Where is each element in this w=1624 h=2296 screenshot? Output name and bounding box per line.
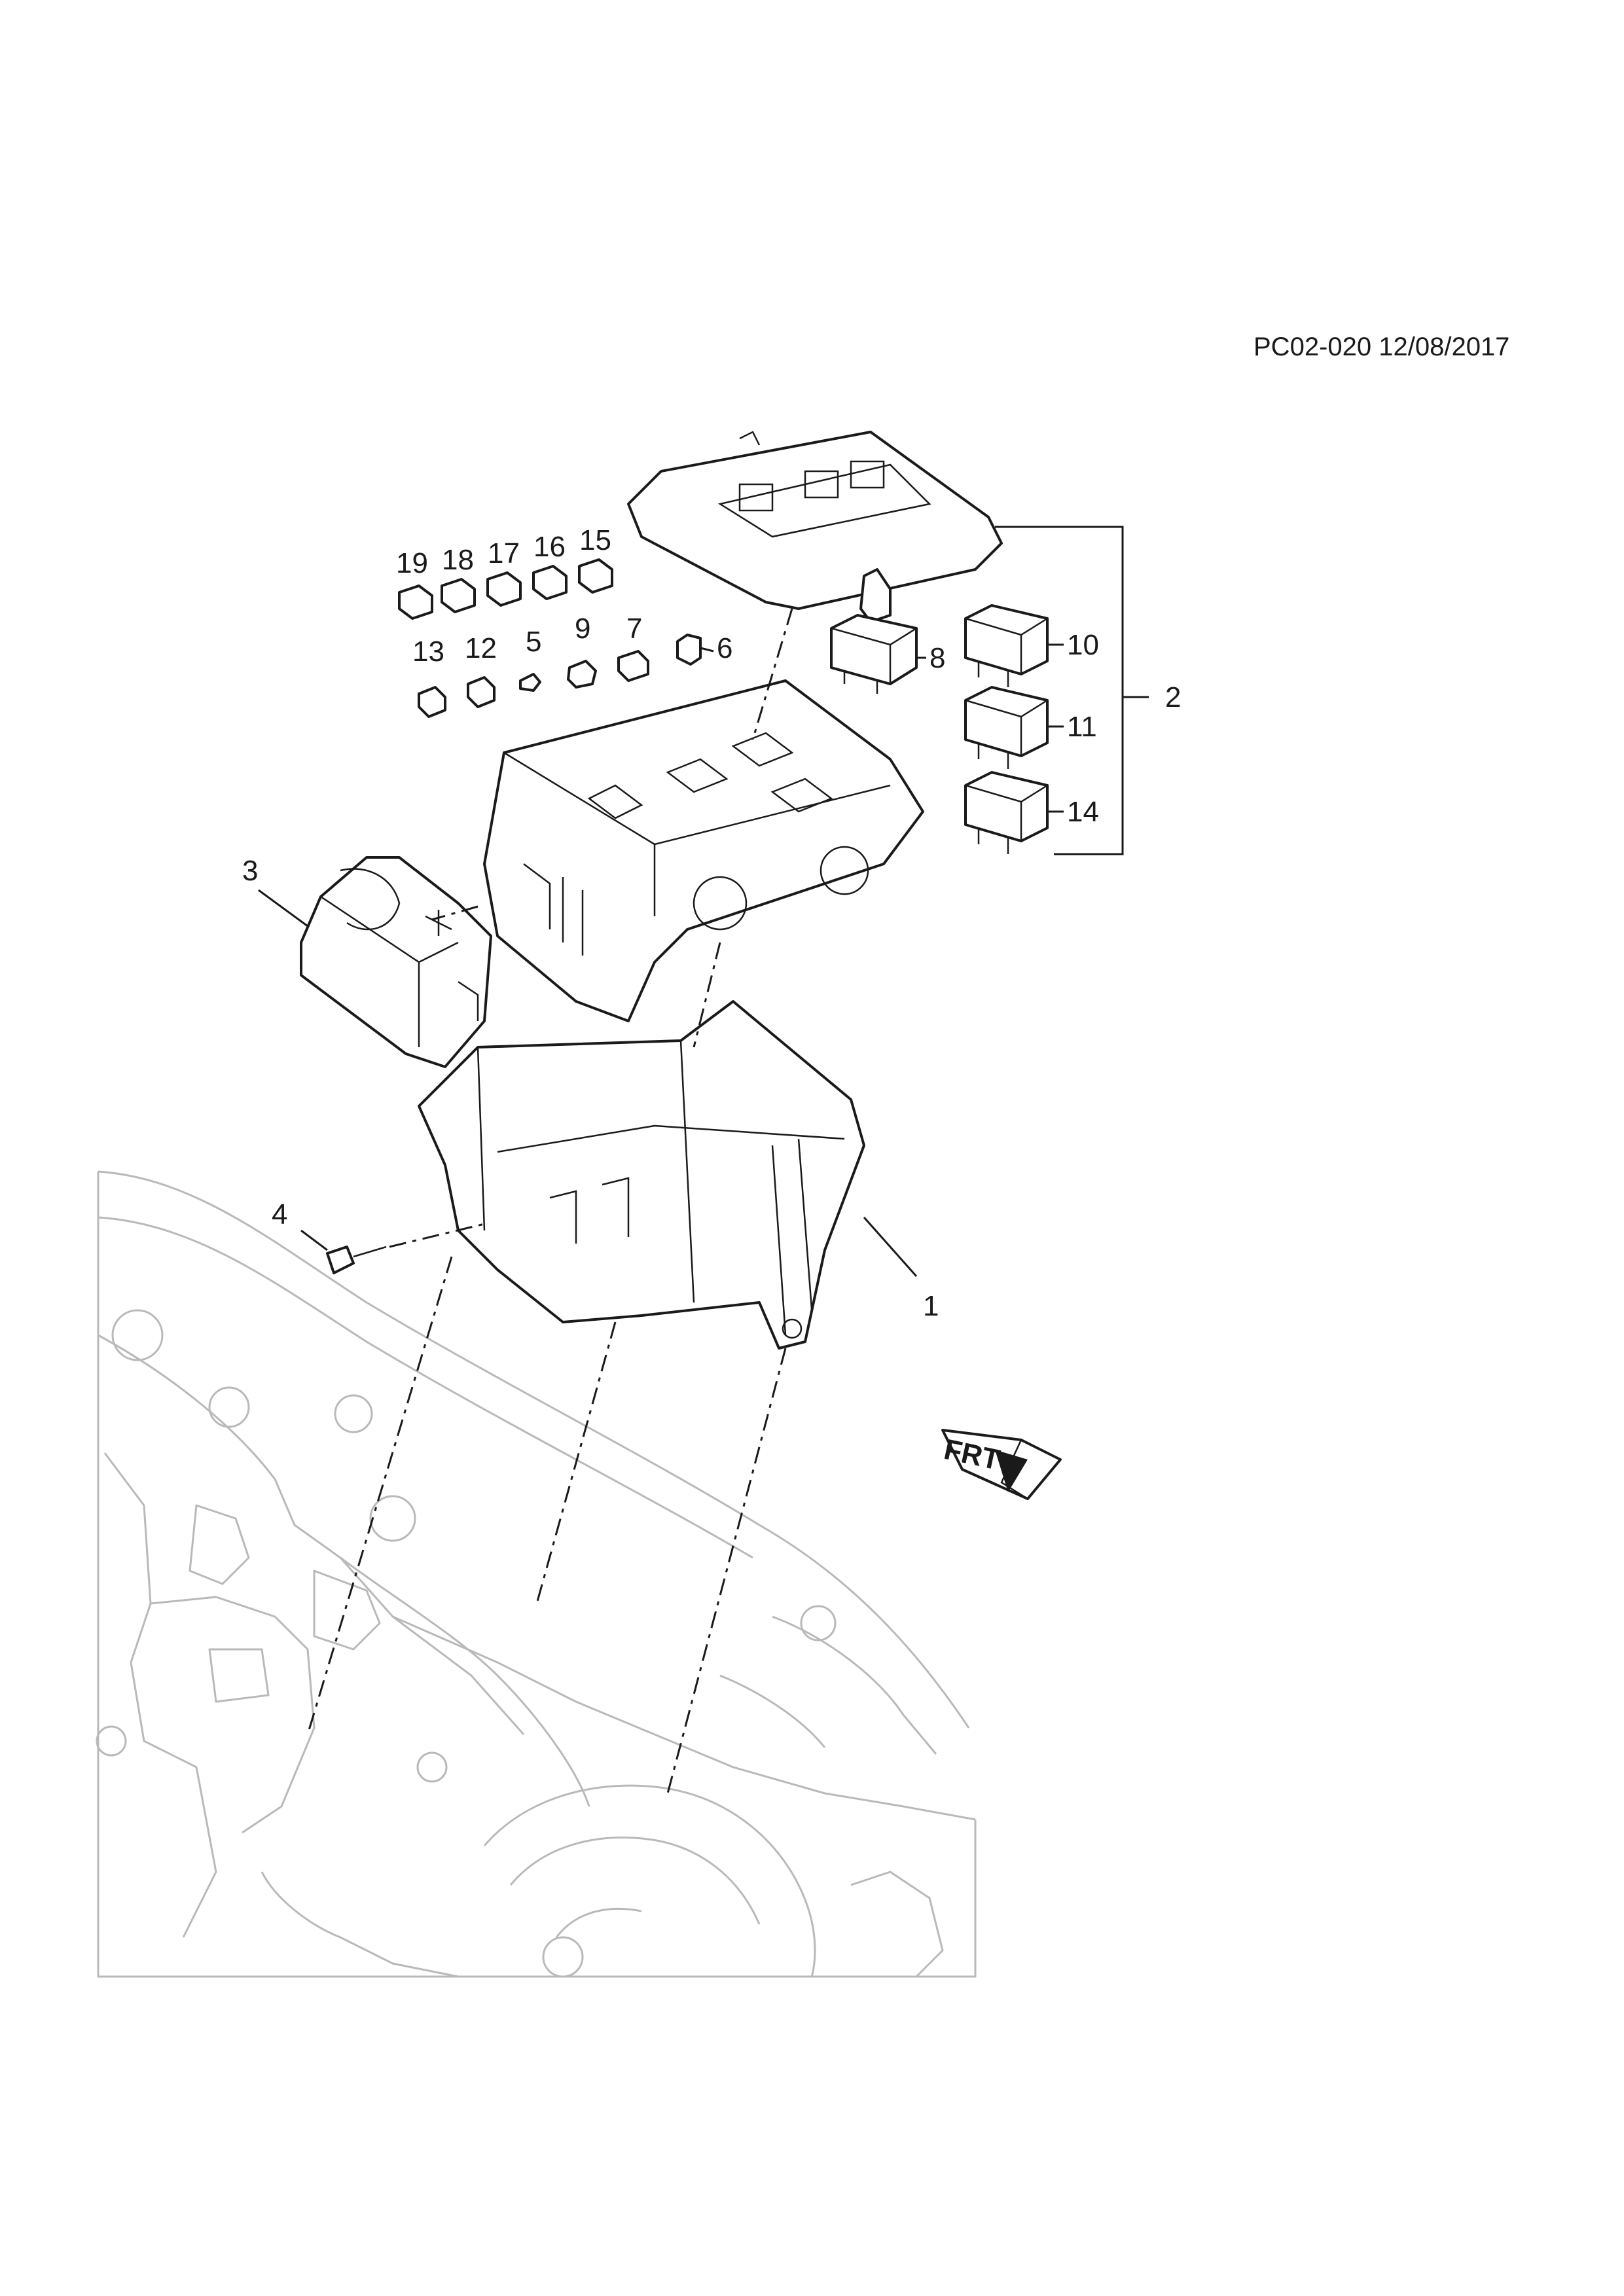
callout-10: 10	[1067, 629, 1099, 661]
callout-17: 17	[488, 537, 520, 569]
fuse-box-body-part	[483, 679, 924, 1022]
fuse-box-lid-part	[627, 431, 1003, 623]
fuse-box-tray-part	[418, 1000, 865, 1350]
callout-9: 9	[575, 613, 590, 645]
callout-18: 18	[442, 544, 474, 576]
callout-numbers: 1 2 3 4 5 6 7 8 9 10 11 12 13 14 15 16 1…	[242, 524, 1181, 1322]
callout-4: 4	[272, 1198, 287, 1230]
callout-11: 11	[1067, 711, 1097, 743]
callout-15: 15	[579, 524, 611, 556]
bolt-part	[326, 1223, 485, 1274]
front-direction-arrow-icon: FRT	[941, 1429, 1062, 1500]
callout-7: 7	[626, 613, 642, 645]
callout-16: 16	[533, 531, 566, 563]
callout-14: 14	[1067, 796, 1099, 828]
relay-11	[964, 686, 1049, 769]
mini-fuses	[398, 558, 702, 718]
document-id: PC02-020 12/08/2017	[1254, 332, 1510, 361]
leader-lines	[258, 526, 1149, 1277]
relay-14	[964, 771, 1049, 854]
battery-terminal-cover-part	[300, 856, 492, 1068]
assembly-lines	[306, 608, 793, 1794]
callout-6: 6	[717, 632, 732, 664]
callout-1: 1	[923, 1290, 939, 1322]
relay-8	[830, 614, 918, 694]
callout-13: 13	[412, 636, 444, 668]
callout-12: 12	[465, 632, 497, 664]
callout-3: 3	[242, 855, 258, 887]
callout-2: 2	[1165, 681, 1181, 713]
relay-10	[964, 604, 1049, 687]
callout-19: 19	[396, 547, 428, 579]
callout-8: 8	[929, 642, 945, 674]
callout-5: 5	[526, 626, 541, 658]
vehicle-body-background	[96, 1170, 977, 1978]
